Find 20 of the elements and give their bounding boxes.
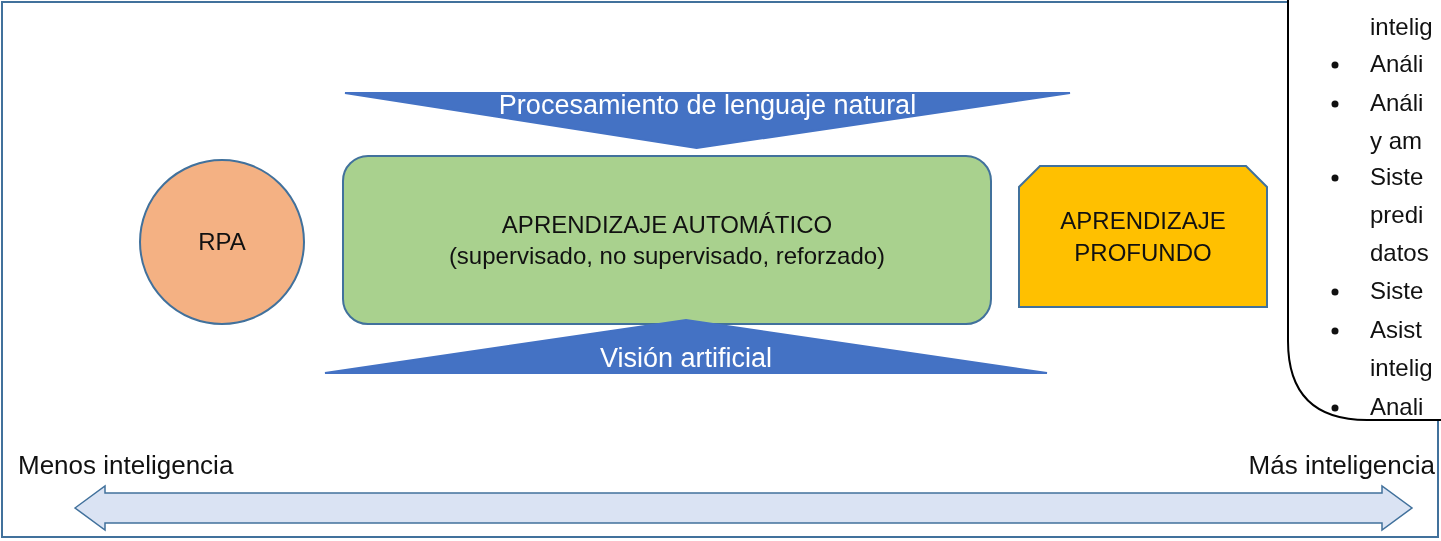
scale-label: Menos inteligencia — [18, 450, 234, 481]
list-panel — [1287, 0, 1441, 421]
process-box — [342, 155, 992, 325]
list-item: Siste predi datos — [1370, 162, 1430, 268]
list-item: Anali — [1370, 392, 1425, 422]
scale-label: Más inteligencia — [1248, 450, 1435, 481]
list-item: Análi — [1370, 49, 1425, 79]
list-item: Análi y am — [1370, 88, 1425, 156]
node-label: Visión artificial — [599, 344, 773, 374]
list-item: intelig — [1370, 12, 1434, 42]
node-label: RPA — [198, 227, 246, 258]
triangle-banner — [325, 320, 1047, 374]
process-box — [1018, 165, 1268, 308]
node-label: APRENDIZAJE PROFUNDO — [1059, 206, 1227, 268]
node-label: (supervisado, no supervisado, reforzado) — [448, 241, 886, 271]
node-label: APRENDIZAJE AUTOMÁTICO — [501, 209, 833, 240]
list-item: Siste — [1370, 276, 1425, 306]
node-label: Procesamiento de lenguaje natural — [498, 89, 917, 122]
circle-node — [139, 159, 305, 325]
list-item: Asist intelig — [1370, 315, 1434, 383]
